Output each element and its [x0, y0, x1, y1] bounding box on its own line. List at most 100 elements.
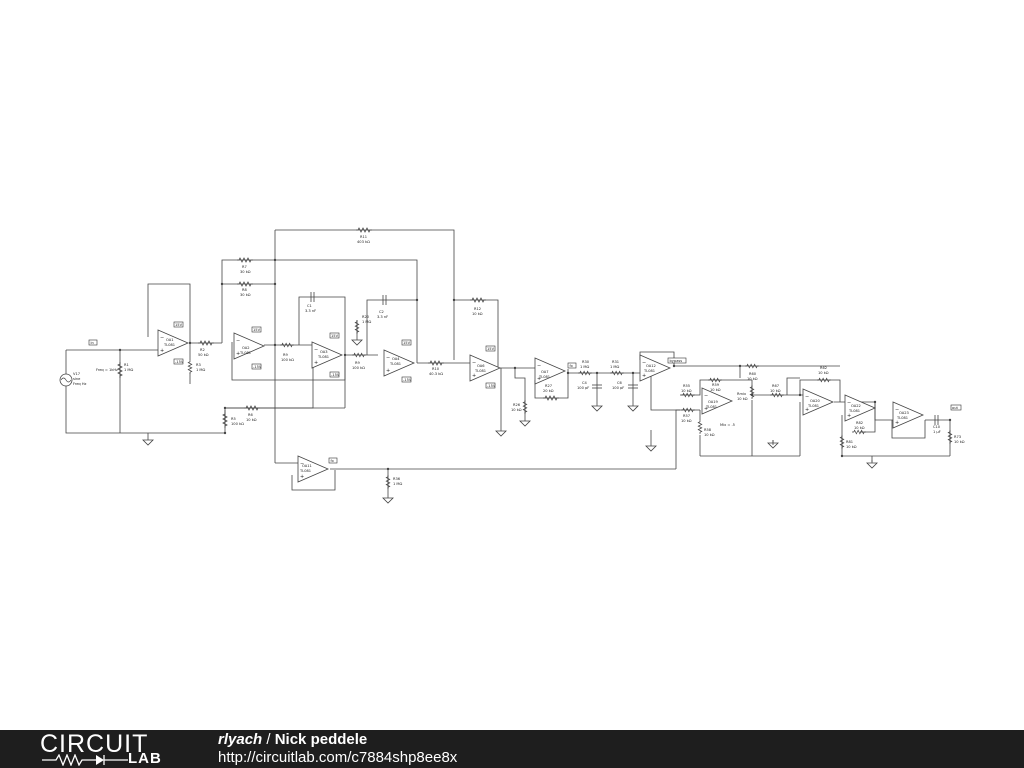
svg-text:403 kΩ: 403 kΩ: [357, 240, 370, 244]
svg-text:10 kΩ: 10 kΩ: [737, 397, 748, 401]
svg-text:bypass: bypass: [670, 359, 683, 363]
svg-text:1 MΩ: 1 MΩ: [580, 365, 590, 369]
svg-text:R36: R36: [393, 477, 401, 481]
opamp-oa22[interactable]: OA22 TL081: [844, 394, 876, 422]
resistor-r36[interactable]: R36 1 MΩ: [385, 474, 403, 490]
resistor-r3[interactable]: R3 1 MΩ: [187, 359, 206, 375]
resistor-r26[interactable]: R26 10 kΩ: [511, 399, 528, 415]
svg-text:OA23: OA23: [899, 411, 909, 415]
svg-text:-15V: -15V: [403, 378, 412, 382]
resistor-r62[interactable]: R62 10 kΩ: [816, 366, 832, 383]
resistor-rmix[interactable]: Rmix 10 kΩ: [737, 384, 755, 401]
resistor-r7[interactable]: R7 30 kΩ: [236, 257, 254, 274]
svg-text:R9: R9: [283, 353, 288, 357]
fx-tag-2: fx: [328, 457, 338, 464]
resistor-r55[interactable]: R55 10 kΩ: [680, 384, 696, 398]
resistor-r27[interactable]: R27 20 kΩ: [542, 384, 560, 401]
resistor-r9-label[interactable]: R9 100 kΩ: [279, 342, 295, 362]
svg-text:TL081: TL081: [239, 351, 251, 355]
capacitor-c1[interactable]: C1 3.3 nF: [305, 292, 316, 313]
resistor-r60[interactable]: R60 10 kΩ: [744, 363, 760, 381]
opamp-oa11[interactable]: OA11 TL081: [297, 455, 329, 483]
in-tag: in: [88, 339, 98, 346]
svg-text:TL081: TL081: [538, 375, 550, 379]
sine-source-v17[interactable]: V17 sine Freq Hz: [59, 372, 87, 387]
capacitor-c2[interactable]: C2 3.3 nF: [377, 295, 388, 319]
mix-label: Mix = .5: [720, 423, 735, 427]
svg-text:R81: R81: [846, 440, 853, 444]
svg-text:R10: R10: [432, 367, 440, 371]
resistor-r5-r6[interactable]: R6 10 kΩ: [243, 405, 261, 422]
m15-tag-1: -15V: [173, 358, 184, 365]
svg-text:R82: R82: [856, 421, 863, 425]
opamp-oa2[interactable]: OA2 TL081: [233, 332, 265, 360]
svg-text:3.3 nF: 3.3 nF: [377, 315, 388, 319]
opamp-oa19[interactable]: OA19 TL081: [701, 387, 733, 415]
svg-text:sine: sine: [73, 377, 81, 381]
opamp-oa6[interactable]: OA6 TL081: [469, 354, 501, 382]
svg-text:R7: R7: [242, 265, 247, 269]
m15-tag-5: -15V: [485, 382, 496, 389]
author-name[interactable]: rlyach: [218, 731, 263, 748]
resistor-r4[interactable]: R5 100 kΩ: [222, 411, 244, 429]
svg-text:R58: R58: [704, 428, 712, 432]
resistor-r67[interactable]: R67 10 kΩ: [769, 384, 785, 398]
svg-text:C4: C4: [582, 381, 588, 385]
svg-text:TL081: TL081: [474, 369, 486, 373]
title-separator: /: [262, 731, 275, 748]
svg-text:R57: R57: [683, 414, 690, 418]
svg-text:R3: R3: [196, 363, 201, 367]
resistor-r57[interactable]: R57 10 kΩ: [680, 407, 696, 423]
opamp-oa7[interactable]: OA7 TL081: [534, 357, 566, 385]
m15-tag-2: -15V: [251, 363, 262, 370]
resistor-r10[interactable]: R10 40.3 kΩ: [427, 360, 445, 376]
resistor-r31[interactable]: R31 1 MΩ: [609, 360, 625, 376]
resistor-r58[interactable]: R58 10 kΩ: [697, 419, 715, 437]
svg-text:15V: 15V: [175, 323, 183, 327]
opamp-oa4[interactable]: OA4 TL081: [383, 349, 415, 377]
resistor-r20[interactable]: R20 1 MΩ: [354, 315, 372, 335]
out-tag: out: [950, 404, 962, 411]
resistor-r2[interactable]: R2 50 kΩ: [197, 340, 215, 357]
resistor-r73[interactable]: R73 10 kΩ: [947, 429, 965, 445]
svg-text:R9: R9: [355, 361, 360, 365]
svg-text:10 kΩ: 10 kΩ: [681, 389, 692, 393]
resistor-r11[interactable]: R11 403 kΩ: [355, 227, 373, 244]
svg-text:R2: R2: [200, 348, 205, 352]
capacitor-c10[interactable]: C10 1 µF: [933, 415, 941, 434]
svg-text:C10: C10: [933, 425, 941, 429]
resistor-r59[interactable]: R59 10 kΩ: [707, 377, 723, 392]
resistor-r30[interactable]: R30 1 MΩ: [577, 360, 593, 376]
opamp-oa3[interactable]: OA3 TL081: [311, 341, 343, 369]
svg-text:OA19: OA19: [708, 400, 719, 404]
resistor-r12[interactable]: R12 10 kΩ: [469, 297, 487, 316]
freq-label: Freq = 1kHz: [96, 368, 118, 372]
svg-text:10 kΩ: 10 kΩ: [818, 371, 829, 375]
capacitor-c4[interactable]: C4 100 pF: [577, 381, 602, 390]
svg-text:1 MΩ: 1 MΩ: [196, 368, 206, 372]
resistor-r1[interactable]: R1 1 MΩ: [117, 361, 134, 379]
opamp-oa20[interactable]: OA20 TL081: [802, 388, 834, 416]
svg-text:TL081: TL081: [317, 355, 329, 359]
svg-text:50 kΩ: 50 kΩ: [198, 353, 209, 357]
resistor-r82[interactable]: R82 10 kΩ: [851, 421, 867, 435]
opamp-oa12[interactable]: OA12 TL081: [639, 354, 671, 382]
resistor-r9[interactable]: R9 100 kΩ: [351, 352, 367, 370]
opamp-oa1[interactable]: OA1 TL081: [157, 329, 189, 357]
circuit-url[interactable]: http://circuitlab.com/c7884shp8ee8x: [218, 749, 458, 766]
circuit-title: rlyach / Nick peddele: [218, 731, 367, 749]
svg-text:1 MΩ: 1 MΩ: [124, 368, 134, 372]
opamp-oa23[interactable]: OA23 TL081: [892, 401, 924, 429]
svg-text:100 kΩ: 100 kΩ: [281, 358, 294, 362]
svg-text:R30: R30: [582, 360, 590, 364]
junctions: [118, 258, 952, 471]
resistor-r81[interactable]: R81 10 kΩ: [839, 434, 857, 450]
svg-text:10 kΩ: 10 kΩ: [511, 408, 522, 412]
capacitor-c6[interactable]: C6 100 pF: [612, 381, 638, 390]
svg-text:R5: R5: [231, 417, 236, 421]
svg-text:OA1: OA1: [166, 338, 174, 342]
fx-tag-1: fx: [567, 362, 577, 369]
resistor-r8[interactable]: R8 30 kΩ: [236, 281, 254, 297]
svg-text:10 kΩ: 10 kΩ: [246, 418, 257, 422]
circuitlab-logo[interactable]: CIRCUIT LAB: [40, 731, 190, 767]
